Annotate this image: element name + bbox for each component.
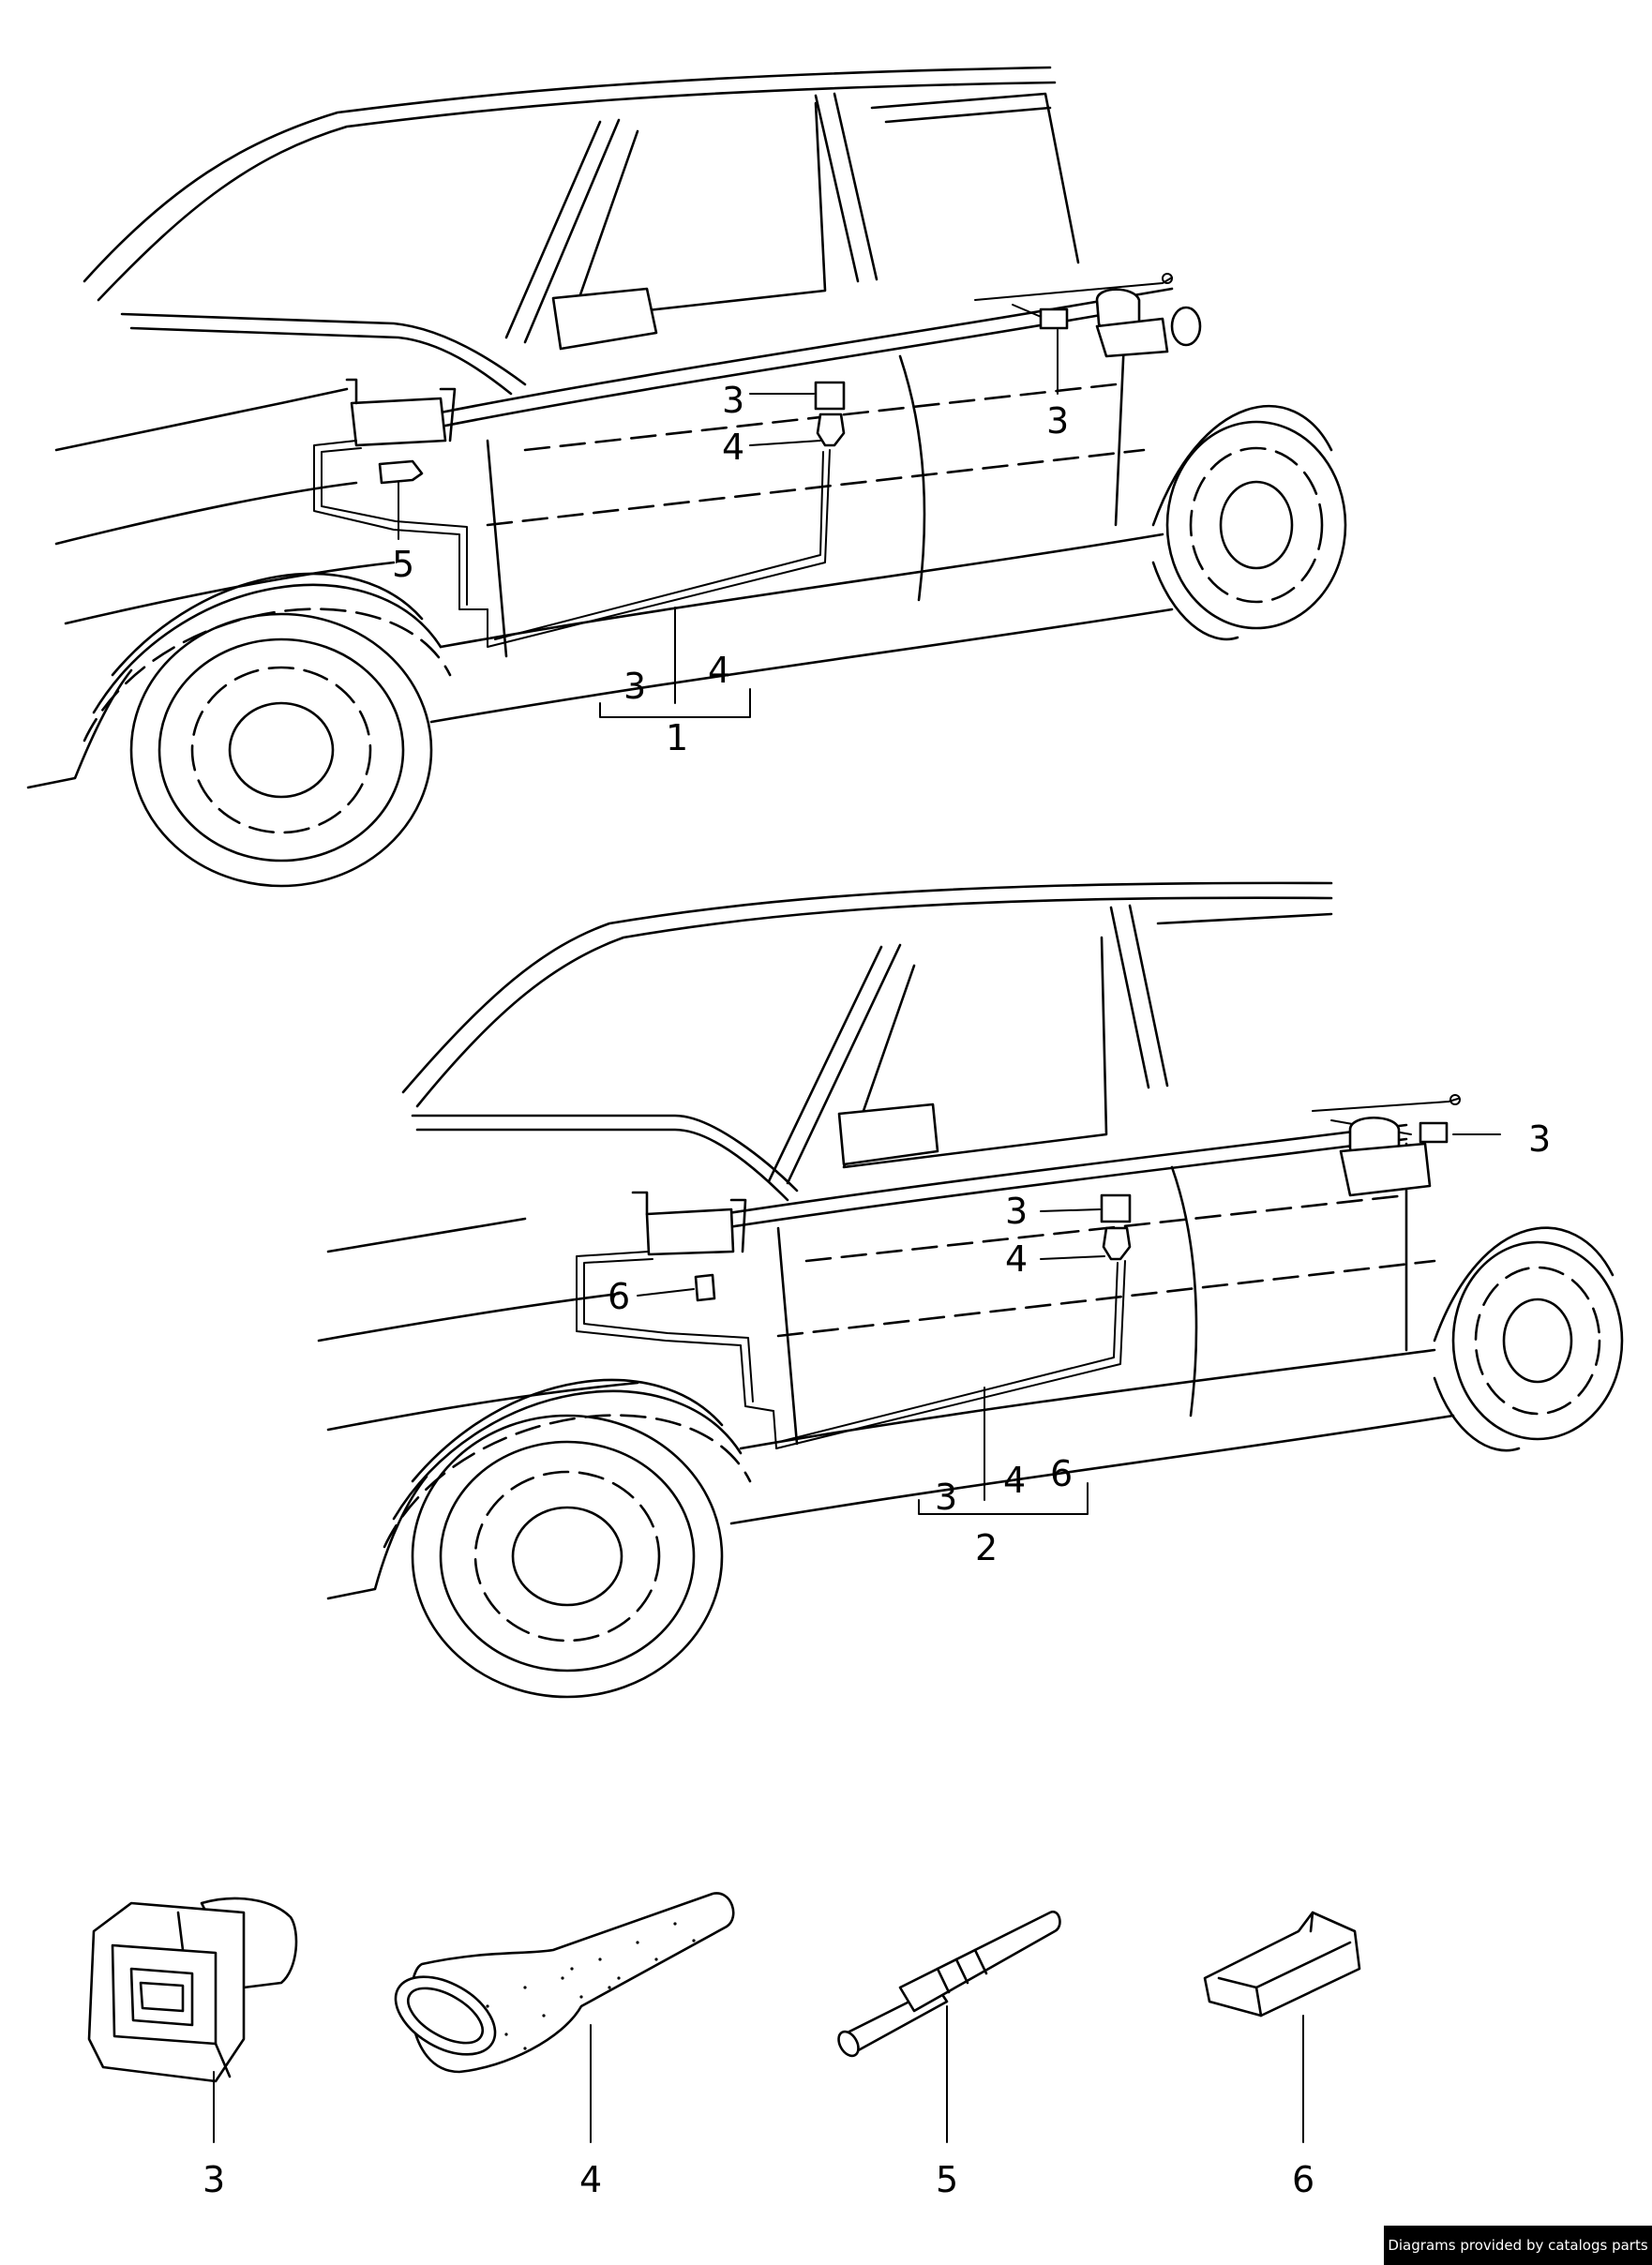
parts-row: 3 4 5 6 bbox=[87, 1892, 1361, 2200]
callout-3-rear-top: 3 bbox=[1046, 400, 1069, 442]
bracket-label-4-top: 4 bbox=[708, 650, 730, 691]
callout-5-top: 5 bbox=[392, 544, 414, 585]
flat-clip-icon bbox=[1203, 1911, 1361, 2018]
rubber-boot-icon bbox=[394, 1892, 735, 2074]
bracket-label-3-top: 3 bbox=[623, 666, 646, 707]
part-number-3: 3 bbox=[203, 2159, 225, 2200]
assembly-number-1: 1 bbox=[666, 717, 688, 758]
car-view-top: 3 4 3 5 3 4 1 bbox=[26, 66, 1347, 888]
connector-housing-icon bbox=[87, 1897, 298, 2083]
callout-6-bottom: 6 bbox=[608, 1276, 630, 1317]
bracket-label-6-bottom: 6 bbox=[1050, 1453, 1073, 1494]
callout-4-top: 4 bbox=[722, 427, 744, 468]
pin-contact-icon bbox=[837, 1910, 1061, 2058]
part-number-4: 4 bbox=[579, 2159, 602, 2200]
callout-4-bottom: 4 bbox=[1005, 1238, 1028, 1280]
part-number-6: 6 bbox=[1292, 2159, 1314, 2200]
car-view-bottom: 3 3 4 6 3 4 6 2 bbox=[317, 881, 1624, 1699]
callout-3-rear-bottom: 3 bbox=[1528, 1118, 1551, 1160]
bracket-label-4-bottom: 4 bbox=[1003, 1460, 1026, 1501]
callout-3-bottom: 3 bbox=[1005, 1191, 1028, 1232]
assembly-number-2: 2 bbox=[975, 1527, 998, 1568]
bracket-label-3-bottom: 3 bbox=[935, 1477, 957, 1518]
credit-banner: Diagrams provided by catalogs parts bbox=[1384, 2226, 1652, 2265]
callout-3-top: 3 bbox=[722, 380, 744, 421]
part-number-5: 5 bbox=[936, 2159, 958, 2200]
